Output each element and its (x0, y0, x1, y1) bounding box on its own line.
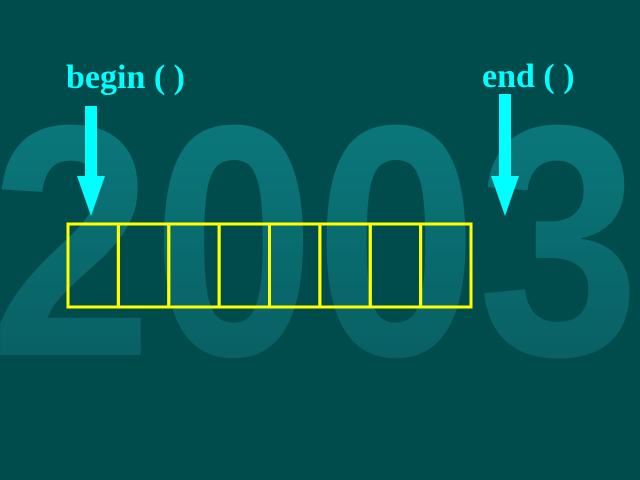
array-cell (419, 222, 473, 309)
arrow-down-icon (491, 94, 519, 216)
begin-label: begin ( ) (66, 59, 185, 96)
arrow-down-icon (77, 106, 105, 216)
array-container (66, 222, 473, 309)
end-label: end ( ) (482, 58, 575, 95)
